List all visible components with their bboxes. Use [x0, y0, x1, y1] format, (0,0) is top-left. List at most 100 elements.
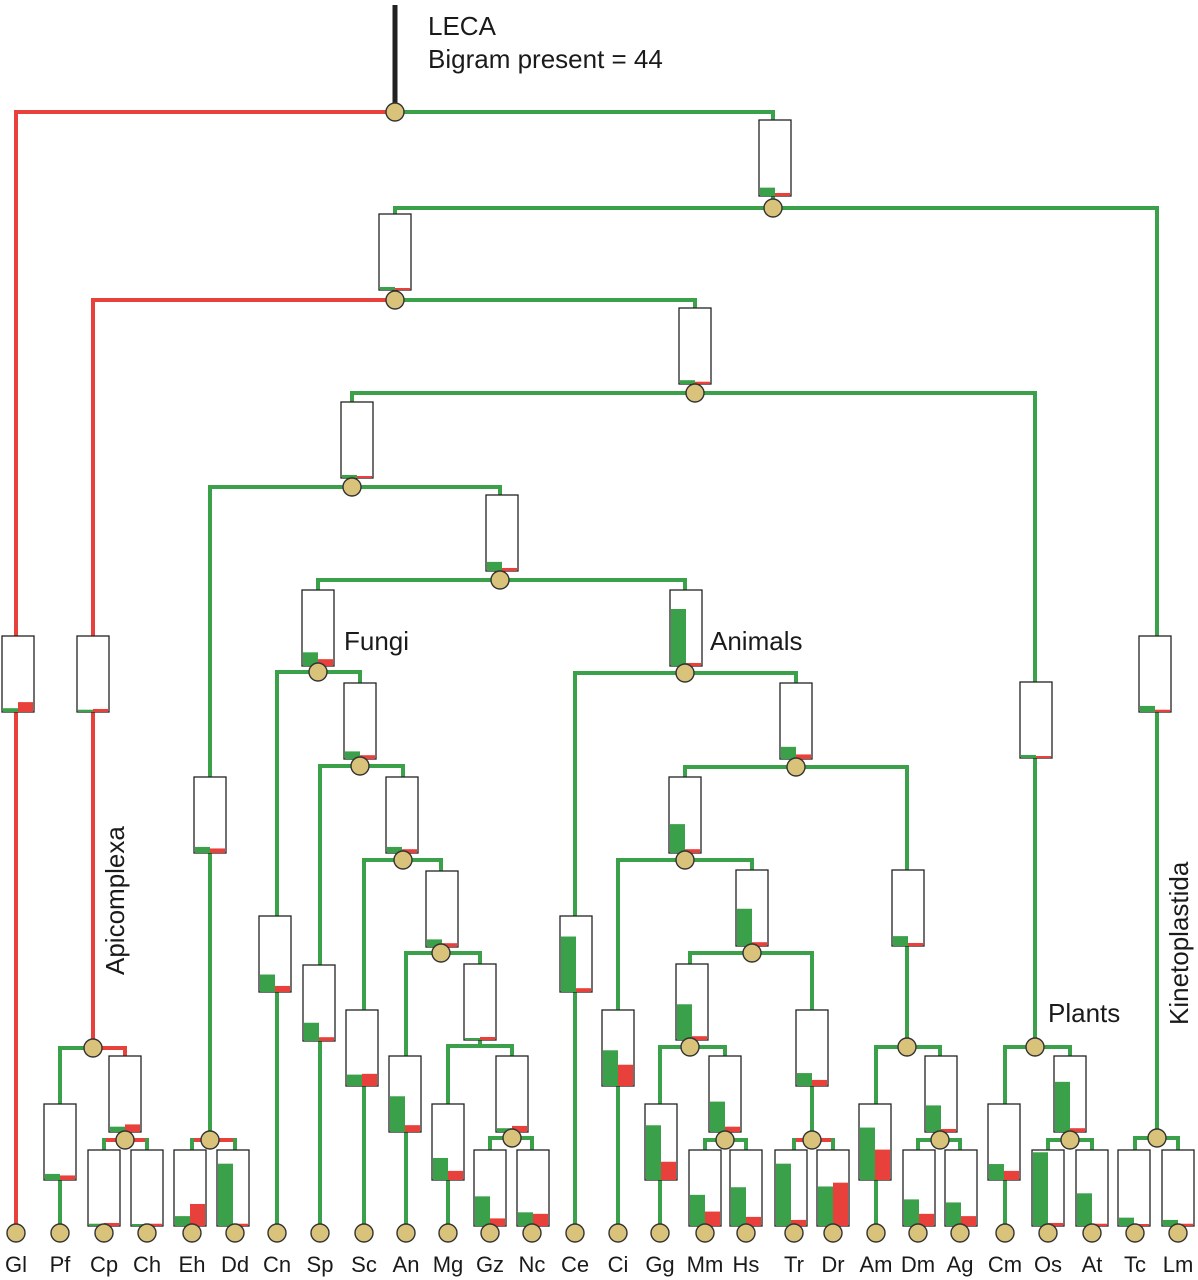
internal-node-19	[930, 1130, 950, 1150]
absent-bar-osat	[1070, 1128, 1085, 1132]
present-bar-anim_a	[781, 746, 796, 759]
internal-node-22	[1147, 1128, 1167, 1148]
absent-bar-euk_d	[357, 476, 372, 478]
internal-node-13	[675, 850, 695, 870]
bar-frame-fungi_b	[385, 776, 419, 854]
bar-cm	[987, 1103, 1021, 1181]
leaf-node-ch	[137, 1223, 157, 1243]
absent-bar-dm	[919, 1213, 934, 1226]
leaf-node-at	[1082, 1223, 1102, 1243]
bar-apicomplexa	[76, 635, 110, 713]
bar-tr	[774, 1149, 808, 1227]
bar-dipt	[924, 1055, 958, 1133]
present-bar-gl	[3, 708, 18, 712]
bar-cp	[87, 1149, 121, 1227]
absent-bar-ci	[618, 1064, 633, 1086]
absent-bar-plants	[1036, 756, 1051, 758]
internal-node-12	[786, 757, 806, 777]
internal-node-15	[680, 1037, 700, 1057]
leaf-node-lm	[1168, 1223, 1188, 1243]
taxon-label-sp: Sp	[307, 1252, 334, 1277]
absent-bar-mamm	[725, 1126, 740, 1132]
taxon-label-an: An	[393, 1252, 420, 1277]
bar-am	[858, 1103, 892, 1181]
present-bar-pf	[45, 1173, 60, 1180]
bar-euk_c	[678, 307, 712, 385]
internal-node-0	[385, 102, 405, 122]
bar-frame-plants	[1019, 681, 1053, 759]
absent-bar-opis	[502, 567, 517, 571]
absent-bar-ag	[961, 1216, 976, 1226]
present-bar-sc	[347, 1074, 362, 1086]
absent-bar-tr	[791, 1219, 806, 1226]
bar-pf	[43, 1103, 77, 1181]
internal-node-18	[897, 1037, 917, 1057]
bar-ci	[601, 1009, 635, 1087]
bar-lm	[1161, 1149, 1195, 1227]
leaf-node-am	[866, 1223, 886, 1243]
leaf-node-ce	[565, 1223, 585, 1243]
clade-label-apicomplexa: Apicomplexa	[100, 826, 130, 975]
bar-frame-apicomplexa	[76, 635, 110, 713]
absent-bar-cn	[275, 985, 290, 992]
present-bar-vert	[677, 1004, 692, 1040]
absent-bar-animals	[686, 662, 701, 666]
leaf-node-sp	[310, 1223, 330, 1243]
bar-eh	[173, 1149, 207, 1227]
internal-node-10	[431, 943, 451, 963]
bar-insect	[891, 869, 925, 947]
absent-bar-euk_b	[395, 288, 410, 290]
leaf-node-hs	[736, 1223, 756, 1243]
bar-ch	[130, 1149, 164, 1227]
bar-frame-kineto	[1138, 635, 1172, 713]
absent-bar-dr	[833, 1182, 848, 1226]
absent-bar-sp	[319, 1037, 334, 1041]
present-bar-plants	[1021, 754, 1036, 758]
bar-frame-opis	[485, 494, 519, 572]
absent-bar-hs	[746, 1216, 761, 1226]
present-bar-dm	[904, 1199, 919, 1226]
bar-dm	[902, 1149, 936, 1227]
taxon-label-hs: Hs	[733, 1252, 760, 1277]
bar-an	[388, 1055, 422, 1133]
internal-node-25	[200, 1130, 220, 1150]
absent-bar-fungi_a	[360, 755, 375, 759]
bar-frame-lm	[1161, 1149, 1195, 1227]
bar-fungi_b	[385, 776, 419, 854]
absent-bar-ce	[576, 988, 591, 992]
present-bar-dipt	[926, 1105, 941, 1132]
leaf-node-mg	[438, 1223, 458, 1243]
taxon-label-os: Os	[1034, 1252, 1062, 1277]
absent-bar-fungi	[318, 659, 333, 666]
absent-bar-dipt	[941, 1128, 956, 1132]
taxon-label-cm: Cm	[988, 1252, 1022, 1277]
internal-node-4	[342, 477, 362, 497]
absent-bar-vert	[692, 1036, 707, 1040]
bar-at	[1075, 1149, 1109, 1227]
bar-mm	[688, 1149, 722, 1227]
present-bar-kineto	[1140, 705, 1155, 712]
present-bar-gz	[475, 1196, 490, 1226]
present-bar-apicomplexa	[78, 709, 93, 712]
present-bar-euk_a	[760, 187, 775, 196]
bar-hs	[729, 1149, 763, 1227]
tree-branches	[14, 5, 1180, 1235]
bar-sc	[345, 1009, 379, 1087]
present-bar-sp	[304, 1022, 319, 1041]
leaf-node-cn	[267, 1223, 287, 1243]
bar-animals	[669, 589, 703, 667]
leaf-node-ci	[608, 1223, 628, 1243]
absent-bar-fungi_b	[402, 849, 417, 853]
internal-node-14	[742, 943, 762, 963]
bar-mg	[431, 1103, 465, 1181]
leaf-node-dm	[908, 1223, 928, 1243]
bar-frame-ch	[130, 1149, 164, 1227]
present-bar-opis	[487, 561, 502, 571]
absent-bar-lm	[1178, 1223, 1193, 1226]
leaf-node-ag	[950, 1223, 970, 1243]
leaf-node-pf	[50, 1223, 70, 1243]
present-bar-fungi_a	[345, 751, 360, 759]
absent-bar-gznc	[512, 1125, 527, 1132]
internal-node-8	[350, 756, 370, 776]
